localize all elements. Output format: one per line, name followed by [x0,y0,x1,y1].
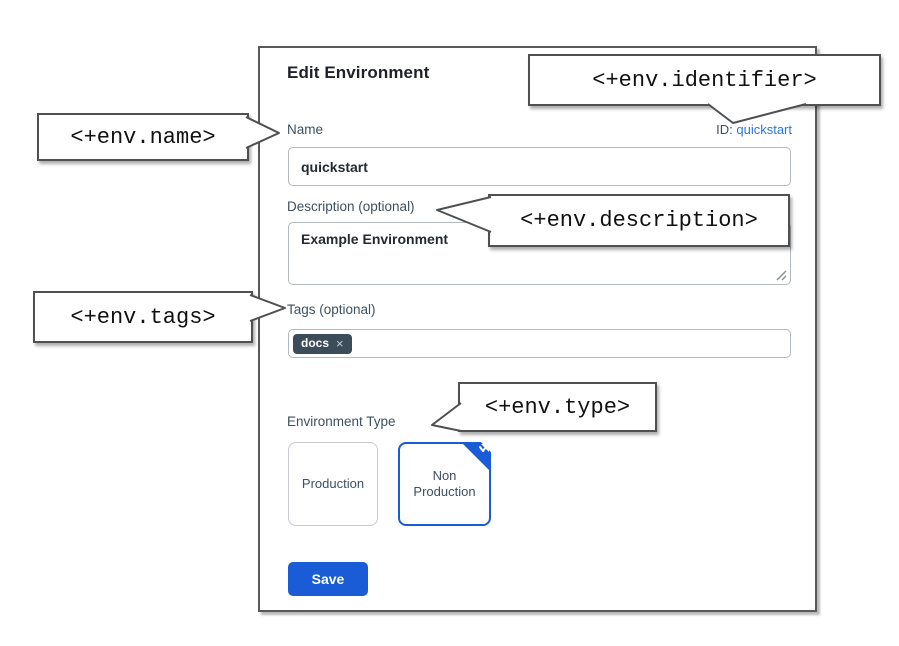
page-title: Edit Environment [287,63,430,82]
environment-id-link[interactable]: quickstart [736,122,792,137]
tag-chip: docs × [293,333,352,354]
callout-env-name: <+env.name> [37,113,249,161]
non-production-type-card[interactable]: Non Production [398,438,495,526]
description-value: Example Environment [301,231,449,247]
tags-input[interactable]: docs × [288,329,791,358]
environment-type-options: Production Non Production [288,438,495,526]
non-production-card-label: Non Production [413,467,476,499]
tag-remove-icon[interactable]: × [336,335,344,351]
environment-type-label: Environment Type [287,414,396,429]
id-prefix-label: ID: [716,122,733,137]
description-label: Description (optional) [287,199,415,214]
callout-env-identifier: <+env.identifier> [528,54,881,106]
callout-env-type: <+env.type> [458,382,657,432]
save-button[interactable]: Save [288,562,368,596]
name-label-row: Name ID: quickstart [287,122,792,137]
edit-environment-dialog: Edit Environment Name ID: quickstart Des… [258,46,817,612]
callout-env-tags: <+env.tags> [33,291,253,343]
tags-label: Tags (optional) [287,302,376,317]
selected-check-icon [461,438,495,472]
environment-id: ID: quickstart [716,122,792,137]
name-label: Name [287,122,324,137]
production-type-card[interactable]: Production [288,442,378,526]
production-card-label: Production [301,475,365,491]
tag-chip-text: docs [301,336,330,350]
callout-env-description: <+env.description> [488,194,790,247]
name-input[interactable] [288,147,791,186]
resize-handle-icon[interactable] [775,269,788,282]
